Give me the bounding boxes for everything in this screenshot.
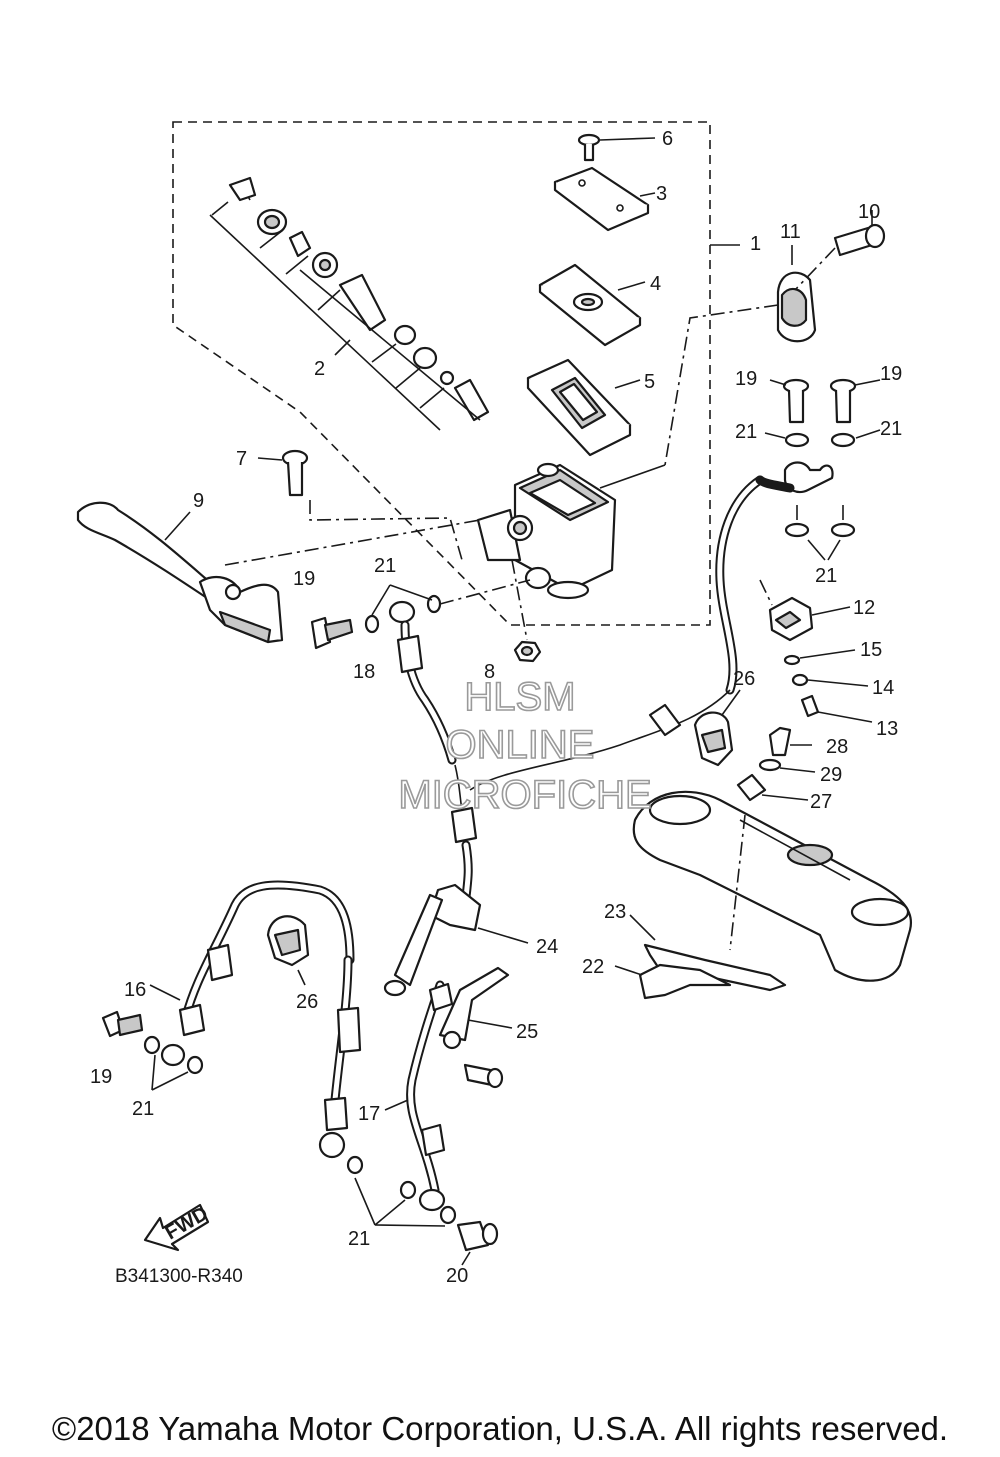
banjo-bolts-upper-right	[755, 378, 881, 561]
callout-18: 18	[353, 661, 375, 683]
callout-11: 11	[780, 221, 801, 243]
part-24-hose-guide	[383, 883, 529, 997]
callout-28: 28	[826, 736, 848, 758]
part-2-piston-kit	[209, 176, 490, 431]
callout-22: 22	[582, 956, 604, 978]
part-8-nut	[511, 559, 542, 663]
banjo-fitting-lower	[346, 1155, 499, 1266]
part-4-diaphragm-plate	[538, 263, 646, 347]
callout-21b: 21	[735, 421, 757, 443]
watermark-line2: ONLINE	[446, 723, 595, 767]
callout-17: 17	[358, 1103, 380, 1125]
callout-24: 24	[536, 936, 558, 958]
callout-15: 15	[860, 639, 882, 661]
part-26-clamp-lower	[266, 915, 310, 986]
part-3-reservoir-cap	[553, 166, 656, 232]
callout-2: 2	[314, 358, 325, 380]
callout-13: 13	[876, 718, 898, 740]
fwd-arrow: FWD	[143, 1203, 212, 1252]
parts-13-14-15	[783, 649, 873, 723]
watermark: HLSM ONLINE MICROFICHE	[398, 674, 653, 818]
callout-19: 19	[293, 568, 315, 590]
callout-21f: 21	[348, 1228, 370, 1250]
part-26-clamp-upper	[693, 689, 741, 767]
part-6-screw	[577, 133, 656, 162]
callout-5: 5	[644, 371, 655, 393]
callout-4: 4	[650, 273, 661, 295]
part-12-brake-switch	[759, 579, 851, 642]
callout-6: 6	[662, 128, 673, 150]
callout-19d: 19	[90, 1066, 112, 1088]
fwd-label: FWD	[162, 1203, 212, 1245]
part-10-bolt	[664, 210, 886, 466]
callout-14: 14	[872, 677, 894, 699]
part-5-diaphragm	[526, 358, 641, 457]
part-25-hose-guide	[438, 966, 513, 1089]
watermark-line3: MICROFICHE	[398, 773, 651, 817]
callout-8: 8	[484, 661, 495, 683]
part-7-pivot-bolt	[257, 449, 463, 561]
master-cylinder-body	[476, 462, 666, 600]
parts-22-23-brackets	[614, 914, 787, 1000]
callout-16: 16	[124, 979, 146, 1001]
callout-1: 1	[750, 233, 761, 255]
part-11-holder	[776, 245, 817, 343]
callout-26: 26	[733, 668, 755, 690]
callout-19b: 19	[735, 368, 757, 390]
callout-12: 12	[853, 597, 875, 619]
watermark-line1: HLSM	[464, 675, 575, 719]
callout-7: 7	[236, 448, 247, 470]
callout-10: 10	[858, 201, 880, 223]
parts-27-28-29	[736, 726, 816, 802]
copyright-notice: ©2018 Yamaha Motor Corporation, U.S.A. A…	[51, 1410, 949, 1447]
callout-21d: 21	[815, 565, 837, 587]
part-9-brake-lever	[76, 501, 481, 644]
callout-29: 29	[820, 764, 842, 786]
handlebar-bracket	[632, 790, 913, 982]
callout-21: 21	[374, 555, 396, 577]
callout-26b: 26	[296, 991, 318, 1013]
callout-labels: 1 2 3 4 5 6 7 8 9 10 11 12 13 14 15 16 1…	[90, 128, 902, 1287]
callout-27: 27	[810, 791, 832, 813]
callout-9: 9	[193, 490, 204, 512]
diagram-code: B341300-R340	[115, 1266, 243, 1287]
banjo-fitting-lower-left	[101, 1010, 204, 1091]
banjo-fitting-upper	[310, 579, 531, 650]
callout-23: 23	[604, 901, 626, 923]
callout-25: 25	[516, 1021, 538, 1043]
callout-21c: 21	[880, 418, 902, 440]
callout-21e: 21	[132, 1098, 154, 1120]
callout-19c: 19	[880, 363, 902, 385]
callout-20: 20	[446, 1265, 468, 1287]
callout-3: 3	[656, 183, 667, 205]
